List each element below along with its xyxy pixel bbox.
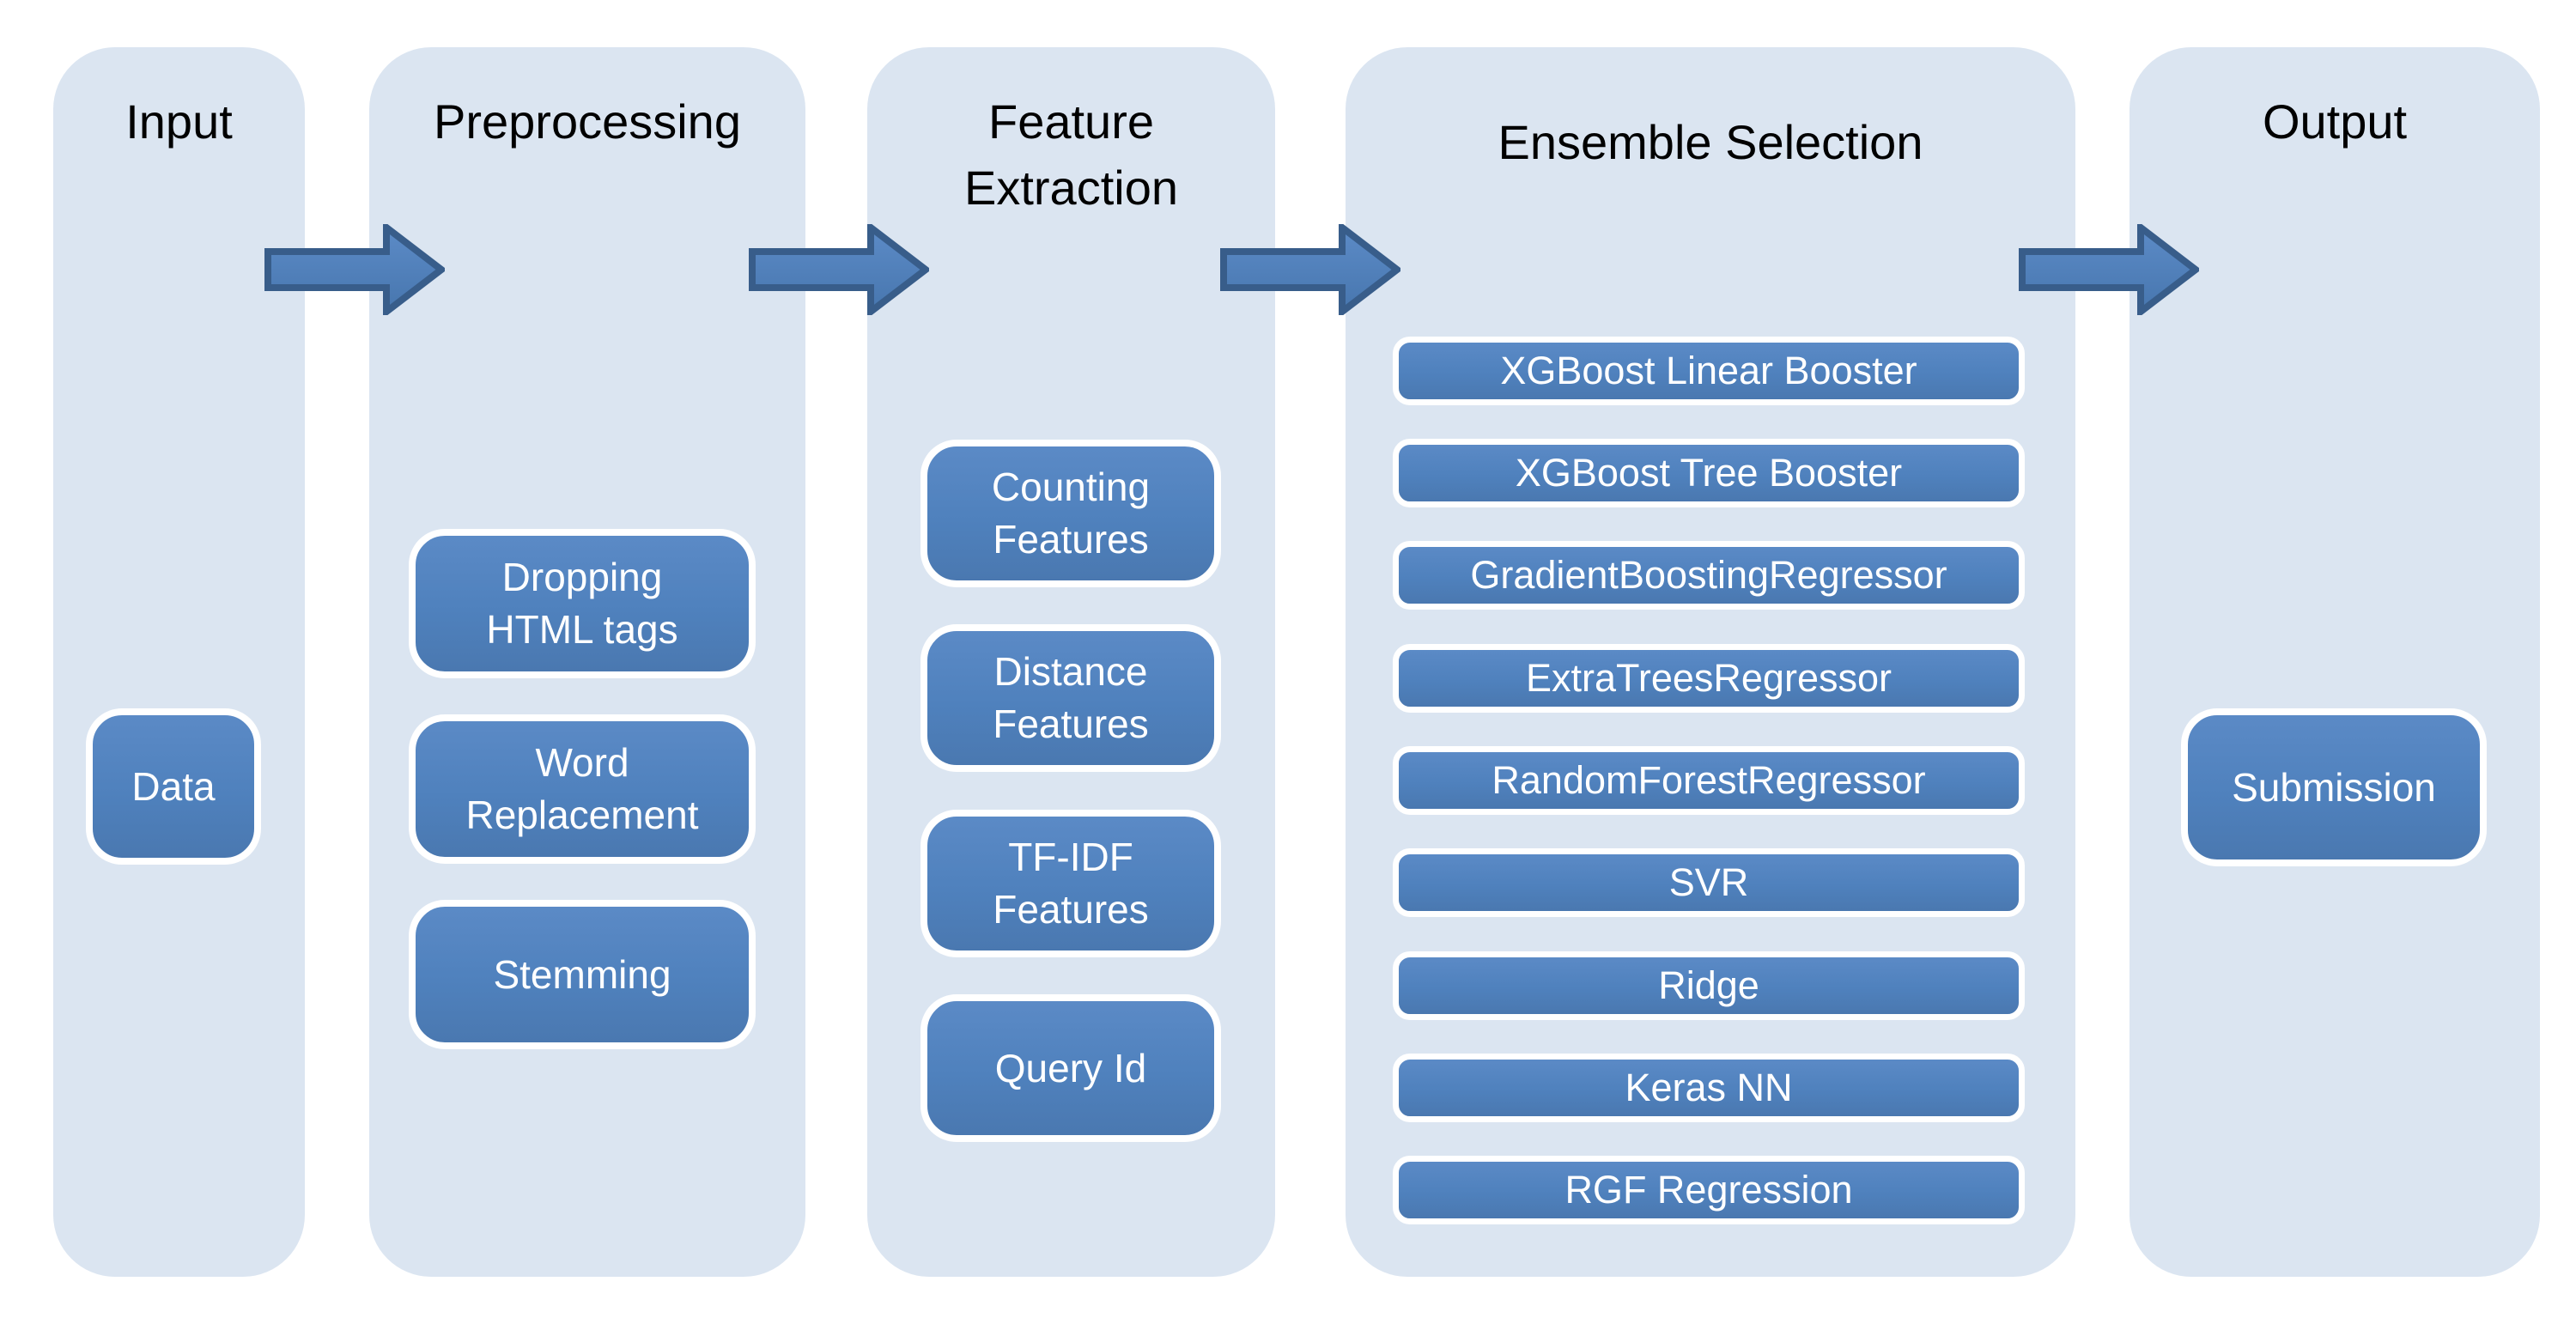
right-arrow-icon-ensemble-to-output bbox=[2019, 224, 2199, 315]
column-input: Input Data bbox=[53, 47, 305, 1277]
column-output-title: Output bbox=[2262, 94, 2408, 149]
node-data: Data bbox=[86, 708, 261, 865]
column-feature-extraction-title: Feature Extraction bbox=[964, 94, 1178, 216]
node-query-id: Query Id bbox=[920, 994, 1221, 1142]
node-submission: Submission bbox=[2181, 708, 2487, 866]
node-keras-nn: Keras NN bbox=[1393, 1054, 2025, 1122]
right-arrow-icon-preprocessing-to-feature-extraction bbox=[749, 224, 929, 315]
node-xgboost-linear-booster: XGBoost Linear Booster bbox=[1393, 337, 2025, 405]
node-extra-trees-regressor: ExtraTreesRegressor bbox=[1393, 644, 2025, 713]
node-ridge: Ridge bbox=[1393, 951, 2025, 1020]
node-distance-features: Distance Features bbox=[920, 624, 1221, 772]
node-gradient-boosting-regressor: GradientBoostingRegressor bbox=[1393, 541, 2025, 610]
column-ensemble-selection-title: Ensemble Selection bbox=[1498, 115, 1923, 169]
column-preprocessing: Preprocessing Dropping HTML tags Word Re… bbox=[369, 47, 805, 1277]
column-input-title: Input bbox=[125, 94, 233, 149]
column-output: Output Submission bbox=[2129, 47, 2540, 1277]
right-arrow-icon-input-to-preprocessing bbox=[264, 224, 445, 315]
column-preprocessing-title: Preprocessing bbox=[434, 94, 741, 149]
node-word-replacement: Word Replacement bbox=[409, 714, 756, 864]
right-arrow-icon-feature-extraction-to-ensemble bbox=[1220, 224, 1400, 315]
node-rgf-regression: RGF Regression bbox=[1393, 1156, 2025, 1224]
node-dropping-html-tags: Dropping HTML tags bbox=[409, 529, 756, 678]
node-counting-features: Counting Features bbox=[920, 440, 1221, 587]
node-xgboost-tree-booster: XGBoost Tree Booster bbox=[1393, 439, 2025, 507]
node-tfidf-features: TF-IDF Features bbox=[920, 810, 1221, 957]
node-random-forest-regressor: RandomForestRegressor bbox=[1393, 746, 2025, 815]
node-svr: SVR bbox=[1393, 848, 2025, 917]
node-stemming: Stemming bbox=[409, 900, 756, 1049]
column-ensemble-selection: Ensemble Selection XGBoost Linear Booste… bbox=[1346, 47, 2075, 1277]
column-feature-extraction: Feature Extraction Counting Features Dis… bbox=[867, 47, 1275, 1277]
